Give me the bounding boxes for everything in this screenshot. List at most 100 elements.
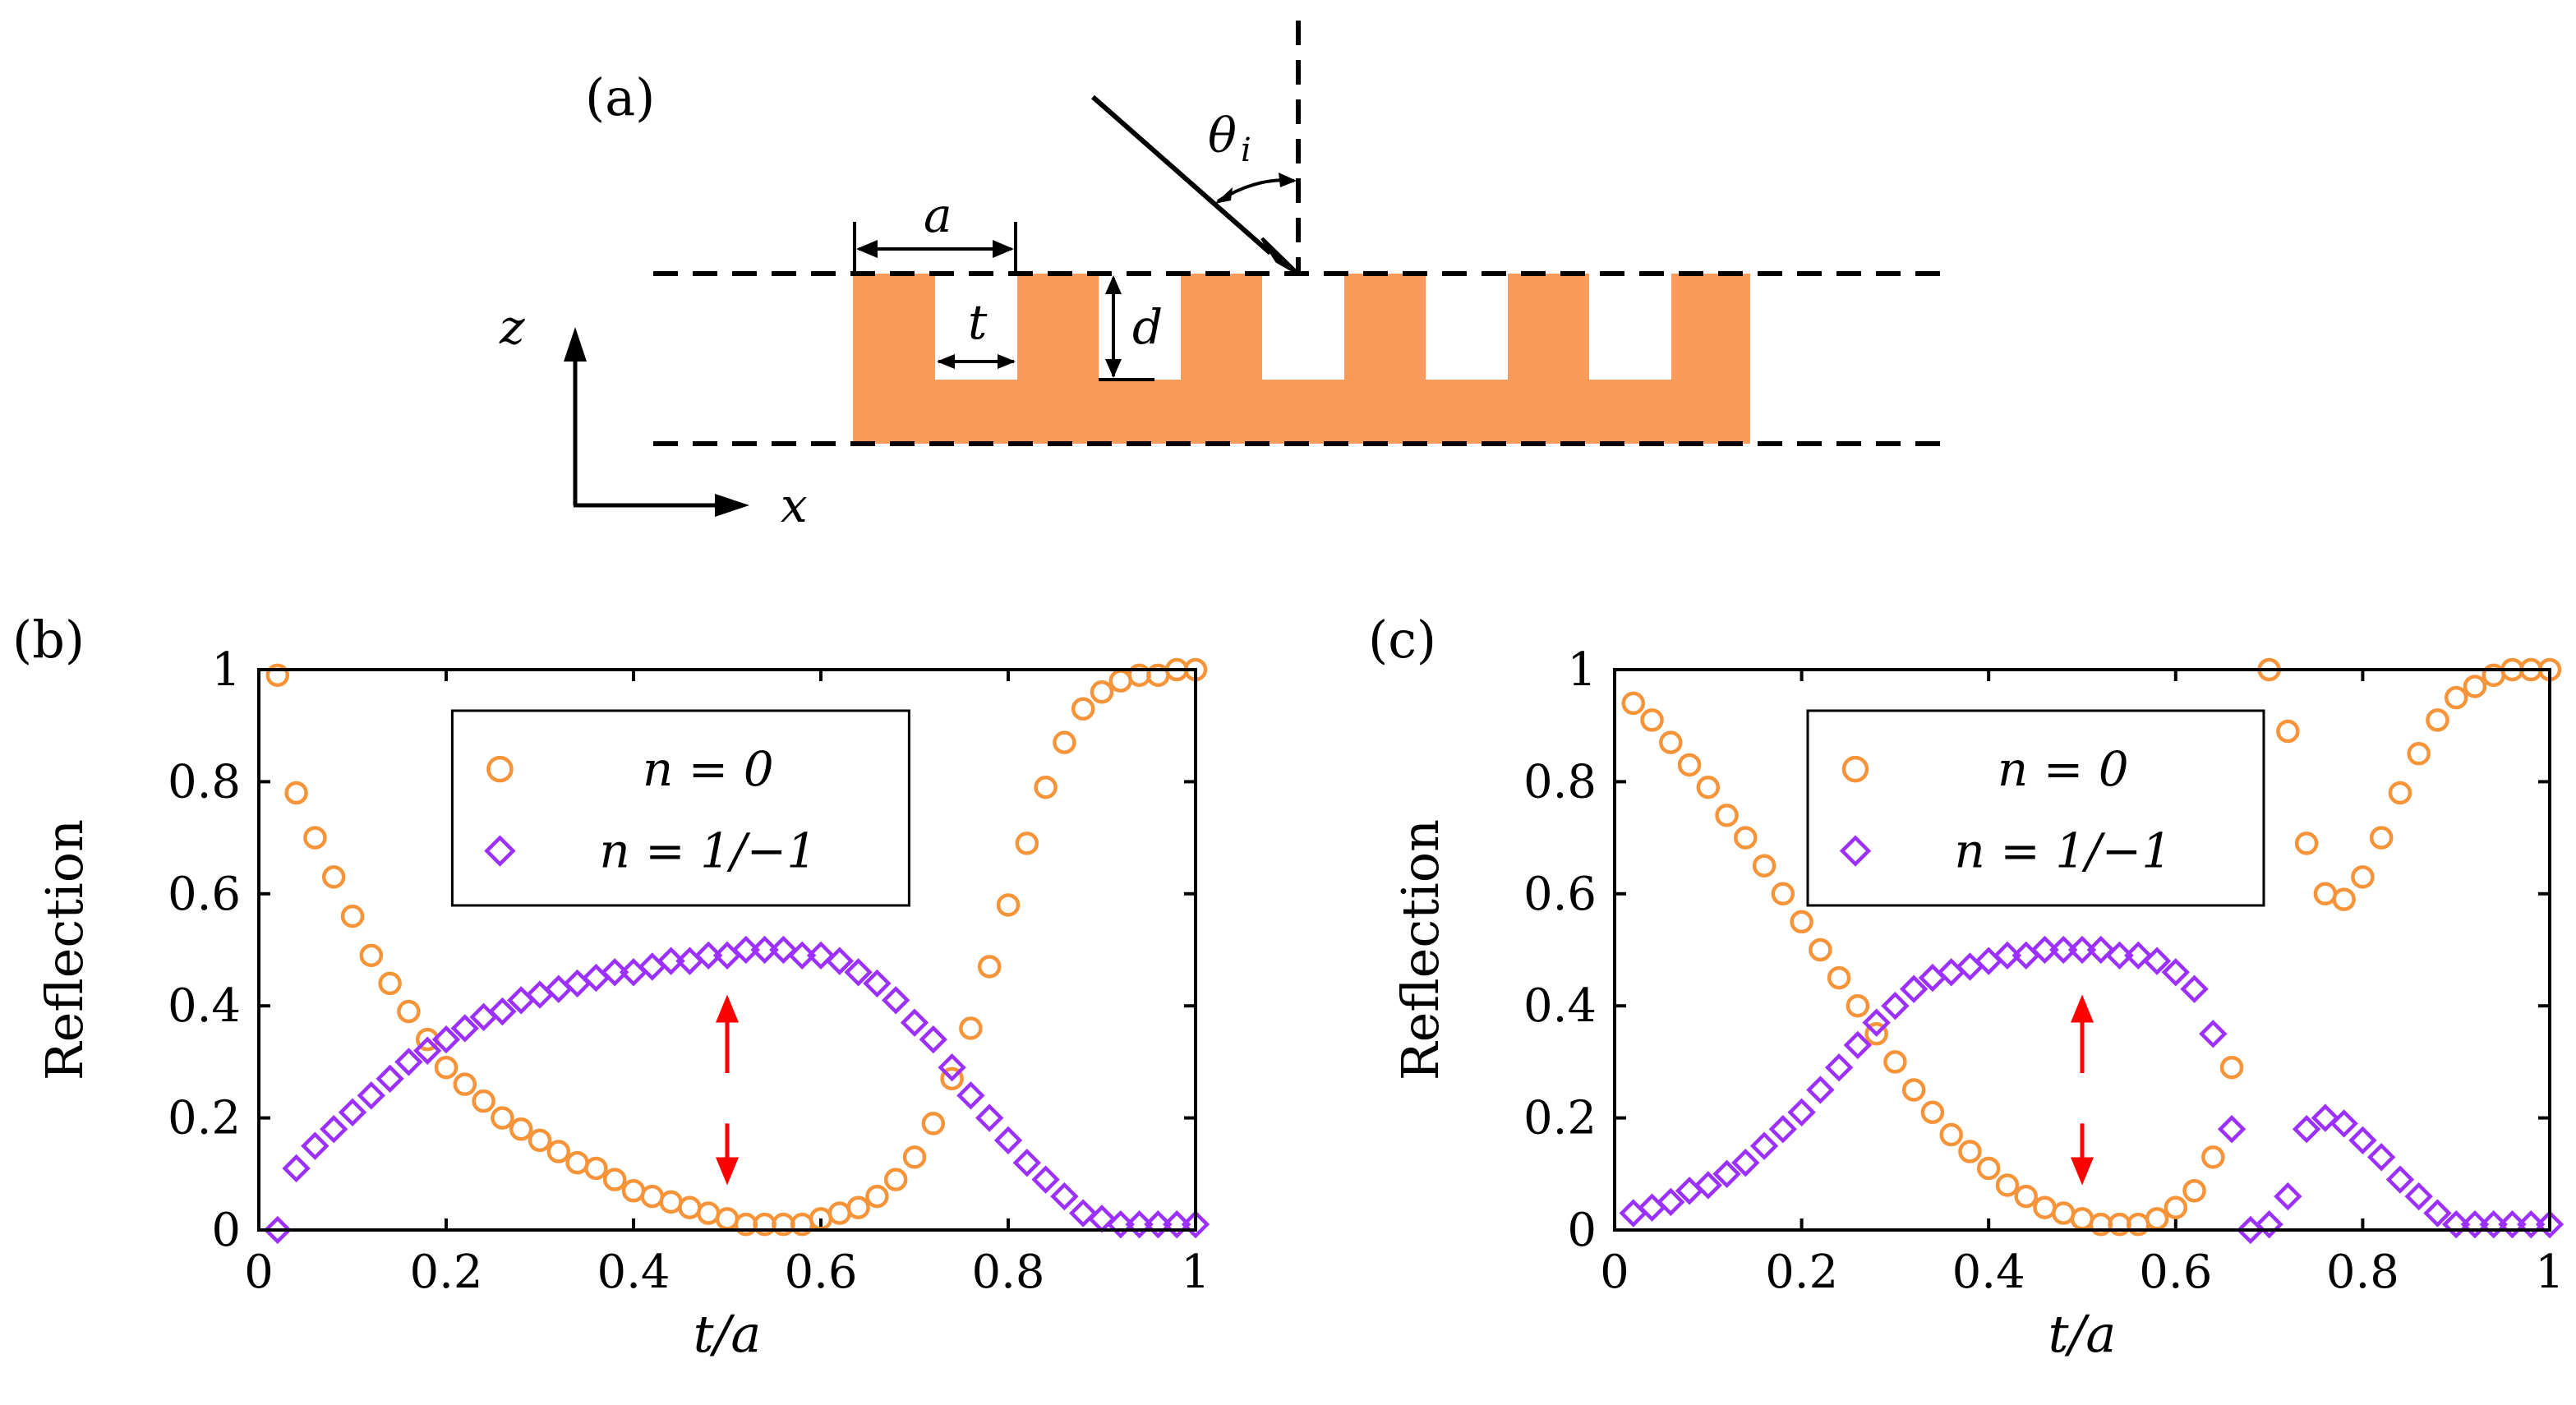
point-diamond-n1-c [1843,1030,1873,1060]
point-circle-n0-c [1696,775,1721,799]
point-circle-n0-c [1715,804,1739,827]
theta-subscript: i [1241,131,1251,169]
a-label: a [924,187,952,243]
point-circle-n0-b [959,1016,983,1040]
legend-marker-diamond-b [484,835,516,867]
point-circle-n0-c [2033,1195,2057,1219]
point-diamond-n1-b [919,1025,947,1054]
point-diamond-n1-b [394,1048,423,1076]
x-tick-label-b: 0.8 [971,1246,1044,1299]
a-arrowhead-left [856,240,878,258]
point-diamond-n1-c [2030,935,2059,965]
point-diamond-n1-c [1731,1148,1760,1177]
point-circle-n0-c [1883,1050,1907,1074]
point-circle-n0-b [602,1168,627,1191]
legend-label-n1-b: n = 1/−1 [599,823,817,879]
point-diamond-n1-b [413,1036,442,1065]
point-diamond-n1-b [376,1064,404,1094]
point-circle-n0-c [2145,1207,2169,1231]
point-diamond-n1-b [863,969,892,998]
point-diamond-n1-b [825,947,854,975]
point-diamond-n1-b [1125,1209,1154,1239]
x-tick-label-c: 0.4 [1952,1246,2025,1299]
x-tick-label-b: 1 [1181,1246,1210,1299]
point-diamond-n1-c [1768,1115,1798,1144]
point-diamond-n1-c [2161,958,2190,987]
point-circle-n0-b [865,1184,889,1209]
point-diamond-n1-b [694,941,723,970]
incident-ray [1091,94,1272,256]
point-diamond-n1-c [2124,941,2153,970]
legend-circle-c [1841,755,1869,783]
point-diamond-n1-b [1106,1209,1135,1239]
legend-box-b [450,709,910,907]
point-diamond-n1-c [2049,935,2078,965]
legend-marker-circle-b [486,755,514,783]
point-circle-n0-c [2051,1201,2076,1225]
point-diamond-n1-b [750,935,779,965]
point-circle-n0-c [1827,965,1851,990]
x-tick-label-c: 0.8 [2326,1246,2399,1299]
point-circle-n0-b [977,955,1002,979]
panel-label-b: (b) [12,610,85,670]
point-diamond-n1-b [488,997,517,1026]
point-circle-n0-c [1771,882,1795,906]
point-circle-n0-c [2332,887,2356,911]
y-tick-label-b: 0.2 [168,1092,241,1145]
point-circle-n0-b [1108,669,1133,693]
point-circle-n0-b [883,1168,908,1191]
y-tick-label-c: 0 [1567,1204,1597,1257]
point-circle-n0-b [715,1207,740,1231]
t-arrowhead-left [937,354,955,369]
point-circle-n0-c [2407,742,2431,766]
panel-label-c: (c) [1368,610,1436,670]
x-tick-label-c: 0 [1600,1246,1629,1299]
point-circle-n0-c [1677,753,1702,777]
red-double-arrow-c [2071,994,2094,1186]
point-diamond-n1-c [1862,1008,1891,1037]
point-diamond-n1-c [1824,1053,1854,1082]
point-circle-n0-b [303,826,327,850]
red-arrowhead-down-c [2071,1157,2094,1186]
x-tick-label-c: 0.6 [2139,1246,2212,1299]
point-diamond-n1-c [2105,941,2134,970]
legend-marker-diamond-c [1839,835,1872,867]
d-arrowhead-bottom [1105,359,1122,378]
point-diamond-n1-c [1787,1098,1816,1126]
point-circle-n0-c [1864,1022,1888,1046]
point-circle-n0-c [2276,719,2300,744]
point-diamond-n1-c [1993,941,2022,970]
x-tick-label-b: 0 [244,1246,274,1299]
panel-label-a: (a) [585,67,655,127]
point-diamond-n1-b [282,1154,311,1183]
x-tick-label-b: 0.6 [784,1246,857,1299]
grating-schematic: (a) θ i a t d [499,21,1947,533]
point-diamond-n1-b [993,1126,1023,1155]
point-diamond-n1-c [2199,1020,2228,1048]
point-circle-n0-b [321,865,346,889]
legend-label-n1-c: n = 1/−1 [1954,823,2172,879]
point-diamond-n1-c [2498,1209,2527,1239]
point-circle-n0-c [1939,1122,1963,1147]
point-circle-n0-b [359,943,384,968]
incident-ray-arrowhead [1260,237,1300,275]
point-diamond-n1-b [657,947,685,975]
point-diamond-n1-b [938,1053,966,1082]
point-circle-n0-c [1958,1140,1982,1163]
point-circle-n0-b [621,1179,646,1203]
point-circle-n0-b [1053,730,1076,754]
point-circle-n0-b [491,1106,514,1130]
point-diamond-n1-c [2274,1182,2302,1211]
point-diamond-n1-c [2180,974,2209,1003]
point-diamond-n1-c [1749,1131,1779,1160]
point-circle-n0-b [696,1201,721,1225]
legend-box-c [1806,709,2265,907]
point-circle-n0-b [659,1190,683,1214]
point-diamond-n1-b [431,1025,461,1054]
point-circle-n0-b [472,1089,495,1113]
point-circle-n0-c [2426,708,2449,732]
point-circle-n0-b [902,1145,927,1169]
x-tick-label-c: 0.2 [1765,1246,1838,1299]
point-diamond-n1-b [1050,1182,1079,1211]
point-circle-n0-b [434,1055,459,1080]
